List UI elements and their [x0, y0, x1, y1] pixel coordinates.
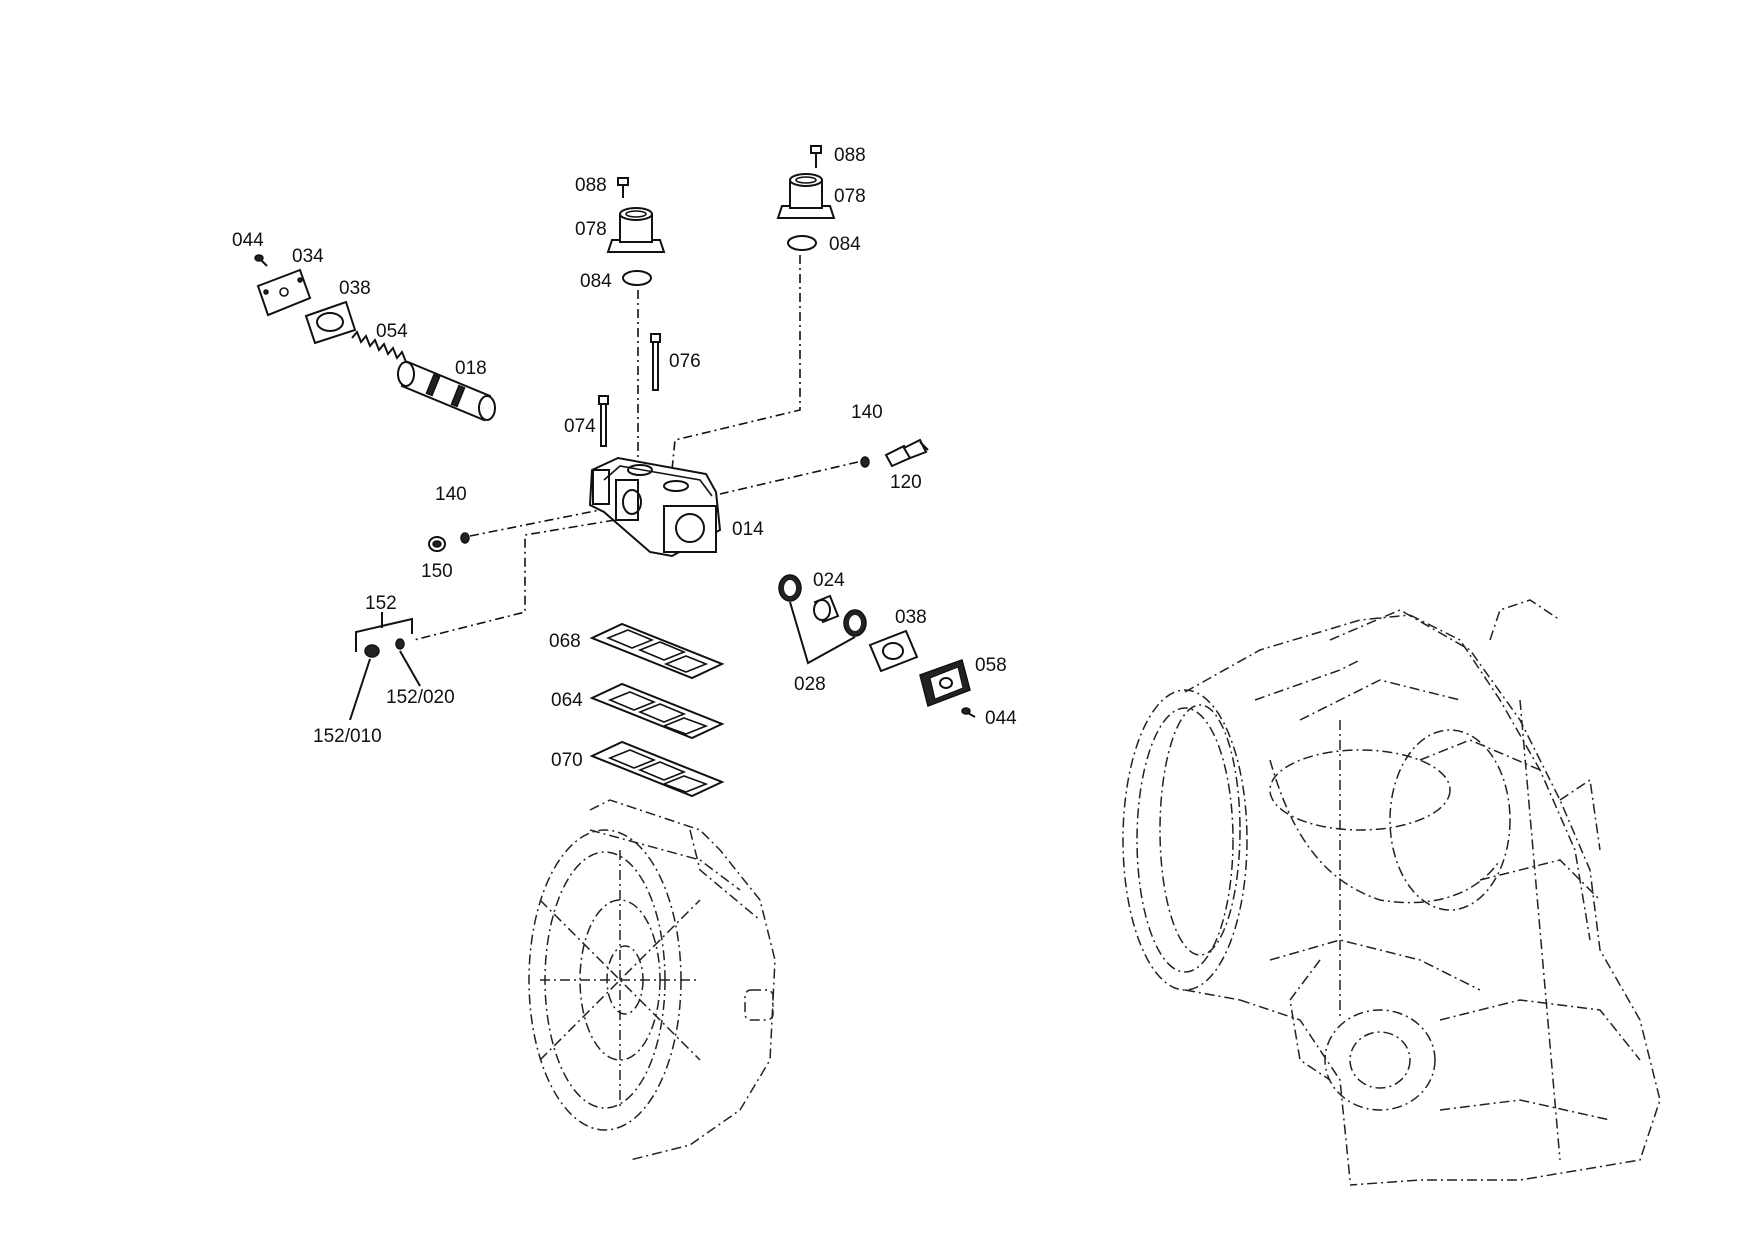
- part-028-ring-right: [843, 609, 867, 637]
- part-064-gasket: [589, 682, 725, 740]
- part-120-sensor: [884, 438, 929, 468]
- part-044-screw-right: [961, 707, 976, 718]
- label-140-left: 140: [435, 484, 467, 505]
- part-058-cover: [919, 659, 971, 707]
- label-152: 152: [365, 593, 397, 614]
- label-038-top: 038: [339, 278, 371, 299]
- label-058: 058: [975, 655, 1007, 676]
- part-038-gasket-top: [304, 300, 357, 345]
- part-150-plug: [428, 536, 446, 552]
- leader-028: [789, 601, 856, 665]
- part-070-gasket: [589, 740, 725, 798]
- label-084-left: 084: [580, 271, 612, 292]
- label-068: 068: [549, 631, 581, 652]
- label-078-left: 078: [575, 219, 607, 240]
- part-084-oring-left: [622, 270, 652, 286]
- label-024: 024: [813, 570, 845, 591]
- label-076: 076: [669, 351, 701, 372]
- label-088-right: 088: [834, 145, 866, 166]
- label-140-right: 140: [851, 402, 883, 423]
- part-078-flange-left: [606, 207, 666, 253]
- part-076-bolt: [650, 333, 661, 391]
- label-070: 070: [551, 750, 583, 771]
- part-140-plug-left: [460, 532, 470, 544]
- label-044-top: 044: [232, 230, 264, 251]
- part-labels: 088 088 078 078 084 084 044 034 038 054 …: [232, 145, 1017, 771]
- part-054-spring: [351, 330, 407, 363]
- part-084-oring-right: [787, 235, 817, 251]
- label-078-right: 078: [834, 186, 866, 207]
- rear-housing-phantom: [1122, 599, 1661, 1186]
- part-034-cover-plate: [256, 268, 312, 317]
- label-150: 150: [421, 561, 453, 582]
- label-152-020: 152/020: [386, 687, 455, 708]
- part-024-bushing: [813, 594, 840, 624]
- part-088-bolt-left: [617, 177, 629, 198]
- label-054: 054: [376, 321, 408, 342]
- front-housing-phantom: [528, 799, 776, 1161]
- part-038-gasket-right: [868, 629, 919, 673]
- label-152-010: 152/010: [313, 726, 382, 747]
- part-088-bolt-right: [810, 145, 822, 168]
- part-014-valve-housing: [588, 456, 722, 558]
- part-028-ring-left: [778, 574, 802, 602]
- part-140-plug-right: [860, 456, 870, 468]
- label-014: 014: [732, 519, 764, 540]
- label-064: 064: [551, 690, 583, 711]
- label-088-left: 088: [575, 175, 607, 196]
- part-044-screw-top: [254, 254, 268, 267]
- label-028: 028: [794, 674, 826, 695]
- part-068-gasket: [589, 622, 725, 680]
- label-038-right: 038: [895, 607, 927, 628]
- label-034: 034: [292, 246, 324, 267]
- label-018: 018: [455, 358, 487, 379]
- part-018-spool: [397, 360, 496, 422]
- label-074: 074: [564, 416, 596, 437]
- part-078-flange-right: [776, 173, 836, 219]
- label-084-right: 084: [829, 234, 861, 255]
- part-074-bolt: [598, 395, 609, 447]
- assembly-lines: [413, 255, 859, 641]
- part-152-plug-kit: [349, 612, 421, 721]
- label-120: 120: [890, 472, 922, 493]
- label-044-right: 044: [985, 708, 1017, 729]
